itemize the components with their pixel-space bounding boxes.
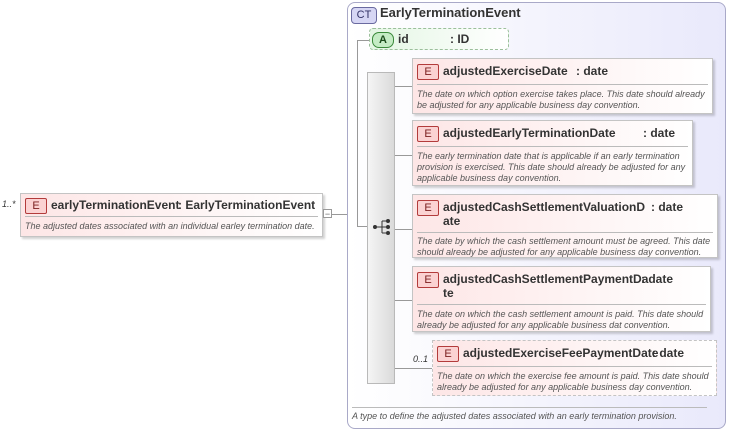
element-doc-line: already be adjusted for any applicable b… bbox=[437, 382, 693, 392]
collapse-toggle[interactable]: − bbox=[323, 209, 332, 219]
complex-type-name: EarlyTerminationEvent bbox=[380, 5, 521, 20]
root-multiplicity: 1..* bbox=[2, 199, 16, 209]
element-doc-line: already be adjusted for any applicable b… bbox=[417, 320, 671, 330]
element-multiplicity: 0..1 bbox=[413, 354, 429, 364]
complex-type-icon: CT bbox=[351, 7, 377, 24]
element-icon: E bbox=[417, 64, 439, 80]
element-name: adjustedCashSettlementPaymentDa bbox=[443, 272, 649, 286]
complex-type-doc: A type to define the adjusted dates asso… bbox=[352, 411, 677, 421]
attribute-box[interactable] bbox=[369, 28, 509, 50]
root-element-name: earlyTerminationEvent bbox=[51, 198, 180, 212]
connector-line bbox=[323, 214, 347, 215]
tree-line bbox=[395, 86, 412, 87]
element-separator bbox=[417, 304, 706, 305]
attribute-name: id bbox=[398, 32, 409, 46]
element-icon: E bbox=[417, 272, 439, 288]
element-name-wrap: ate bbox=[443, 214, 461, 228]
element-name: adjustedExerciseDate bbox=[443, 64, 568, 78]
tree-line bbox=[395, 300, 412, 301]
element-type: : date bbox=[652, 346, 685, 360]
attribute-type: : ID bbox=[450, 32, 470, 46]
element-box-adjusted-cash-settlement-payment-date[interactable] bbox=[412, 266, 711, 332]
element-box-adjusted-exercise-fee-payment-date[interactable] bbox=[432, 340, 717, 396]
element-type: : date bbox=[576, 64, 609, 78]
tree-line bbox=[357, 40, 369, 41]
root-separator bbox=[25, 216, 318, 217]
element-separator bbox=[417, 146, 688, 147]
sequence-icon bbox=[373, 219, 390, 235]
element-box-adjusted-early-termination-date[interactable] bbox=[412, 120, 693, 186]
element-name: adjustedEarlyTerminationDate bbox=[443, 126, 616, 140]
element-type: : date bbox=[641, 272, 674, 286]
element-name: adjustedCashSettlementValuationD bbox=[443, 200, 646, 214]
element-separator bbox=[417, 232, 713, 233]
element-icon: E bbox=[437, 346, 459, 362]
root-element-doc: The adjusted dates associated with an in… bbox=[25, 221, 315, 231]
tree-line bbox=[395, 368, 432, 369]
attribute-icon: A bbox=[372, 32, 394, 48]
tree-line bbox=[395, 229, 412, 230]
element-separator bbox=[437, 366, 712, 367]
element-doc-line: applicable business day convention. bbox=[417, 173, 562, 183]
complex-type-separator bbox=[352, 407, 707, 408]
element-doc-line: provision is exercised. This date should… bbox=[417, 162, 686, 172]
root-element-type: : EarlyTerminationEvent bbox=[178, 198, 316, 212]
element-doc-line: The early termination date that is appli… bbox=[417, 151, 680, 161]
element-doc-line: should already be adjusted for any appli… bbox=[417, 247, 702, 257]
element-doc-line: be adjusted for any applicable business … bbox=[417, 100, 641, 110]
element-type: : date bbox=[643, 126, 676, 140]
element-icon: E bbox=[417, 200, 439, 216]
element-type: : date bbox=[651, 200, 684, 214]
tree-line bbox=[395, 155, 412, 156]
element-name-wrap: te bbox=[443, 286, 454, 300]
element-doc-line: The date on which the exercise fee amoun… bbox=[437, 371, 709, 381]
element-icon: E bbox=[25, 198, 47, 214]
element-box-adjusted-exercise-date[interactable] bbox=[412, 58, 713, 114]
tree-line bbox=[357, 40, 358, 226]
element-doc-line: The date on which option exercise takes … bbox=[417, 89, 705, 99]
tree-line bbox=[357, 226, 367, 227]
sequence-compositor[interactable] bbox=[367, 72, 395, 384]
element-separator bbox=[417, 84, 708, 85]
element-name: adjustedExerciseFeePaymentDate bbox=[463, 346, 659, 360]
root-element-box[interactable] bbox=[20, 193, 323, 237]
element-icon: E bbox=[417, 126, 439, 142]
element-doc-line: The date by which the cash settlement am… bbox=[417, 236, 711, 246]
element-doc-line: The date on which the cash settlement am… bbox=[417, 309, 704, 319]
element-box-adjusted-cash-settlement-valuation-date[interactable] bbox=[412, 194, 718, 258]
